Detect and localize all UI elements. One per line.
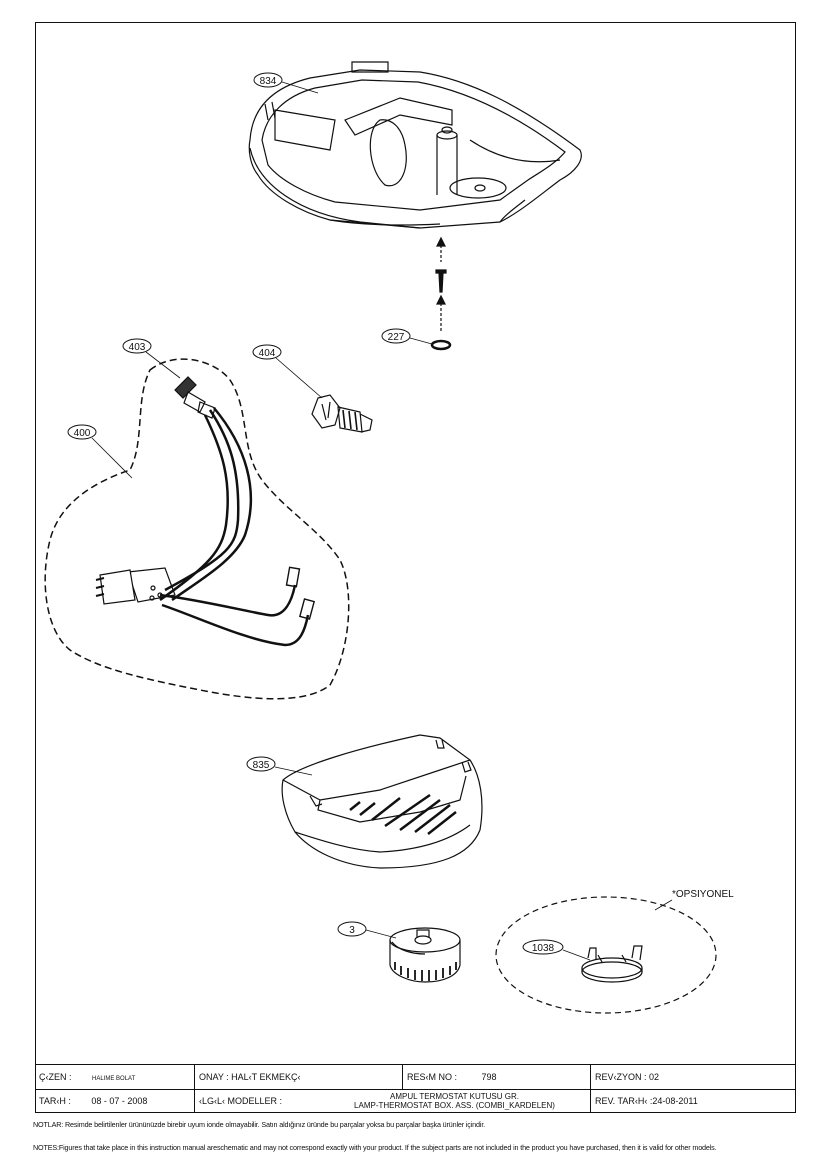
part-name-en: LAMP-THERMOSTAT BOX. ASS. (COMBI_KARDELE… (354, 1101, 555, 1110)
revision-cell: REV‹ZYON : 02 (595, 1072, 660, 1082)
part-name-tr: AMPUL TERMOSTAT KUTUSU GR. (390, 1092, 519, 1101)
callout-835-ellipse (246, 756, 276, 772)
callout-227-ellipse (381, 328, 411, 344)
wire-harness (159, 407, 310, 647)
spade-terminals (285, 566, 316, 620)
optional-boundary (495, 896, 717, 1014)
drawing-no-cell: RES‹M NO : 798 (403, 1065, 591, 1089)
drawn-by-value: HALIME BOLAT (92, 1076, 136, 1082)
part-403-lamp-socket (174, 376, 216, 419)
part-1038-ring (581, 945, 643, 983)
drawing-no-value: 798 (481, 1072, 497, 1082)
part-400-boundary (44, 358, 350, 700)
title-block: Ç‹ZEN : HALIME BOLAT ONAY : HAL‹T EKMEKÇ… (35, 1064, 796, 1113)
approved-cell: ONAY : HAL‹T EKMEKÇ‹ (195, 1065, 403, 1089)
drawn-by-label: Ç‹ZEN : (39, 1072, 72, 1082)
callout-403-ellipse (122, 338, 152, 354)
callout-3-ellipse (337, 921, 367, 937)
callout-834-ellipse (253, 72, 283, 88)
date-value: 08 - 07 - 2008 (91, 1096, 148, 1106)
callout-3: 3 (349, 925, 355, 936)
callout-834: 834 (260, 76, 277, 87)
callout-404: 404 (259, 348, 276, 359)
part-name-cell: AMPUL TERMOSTAT KUTUSU GR. LAMP-THERMOST… (315, 1089, 591, 1113)
callout-835: 835 (253, 760, 270, 771)
models-label: ‹LG‹L‹ MODELLER : (199, 1096, 283, 1106)
drawing-frame (35, 22, 796, 1113)
part-404-lamp-bulb (311, 394, 373, 433)
drawing-no-label: RES‹M NO : (407, 1072, 458, 1082)
part-834-housing (248, 61, 582, 229)
revision-date-cell: REV. TAR‹H‹ :24-08-2011 (595, 1096, 698, 1106)
callout-1038: 1038 (532, 943, 555, 954)
notes-english: NOTES:Figures that take place in this in… (33, 1143, 717, 1152)
optional-label: *OPSIYONEL (672, 889, 734, 900)
screw-and-arrows (430, 236, 452, 351)
title-block-row-1: Ç‹ZEN : HALIME BOLAT ONAY : HAL‹T EKMEKÇ… (35, 1065, 796, 1090)
date-label: TAR‹H : (39, 1096, 71, 1106)
part-3-knob (389, 927, 461, 983)
callout-227: 227 (388, 332, 405, 343)
callout-403: 403 (129, 342, 146, 353)
callout-400-ellipse (67, 424, 97, 440)
drawn-by-cell: Ç‹ZEN : HALIME BOLAT (35, 1065, 195, 1089)
part-835-lower-cover (281, 734, 483, 869)
part-400-connector-block (95, 567, 176, 605)
title-block-row-2: TAR‹H : 08 - 07 - 2008 ‹LG‹L‹ MODELLER :… (35, 1089, 796, 1113)
callout-404-ellipse (252, 344, 282, 360)
callout-400: 400 (74, 428, 91, 439)
date-cell: TAR‹H : 08 - 07 - 2008 (35, 1089, 195, 1113)
notes-turkish: NOTLAR: Resimde belirtilenler ürününüzde… (33, 1120, 486, 1129)
callout-1038-ellipse (522, 939, 564, 955)
